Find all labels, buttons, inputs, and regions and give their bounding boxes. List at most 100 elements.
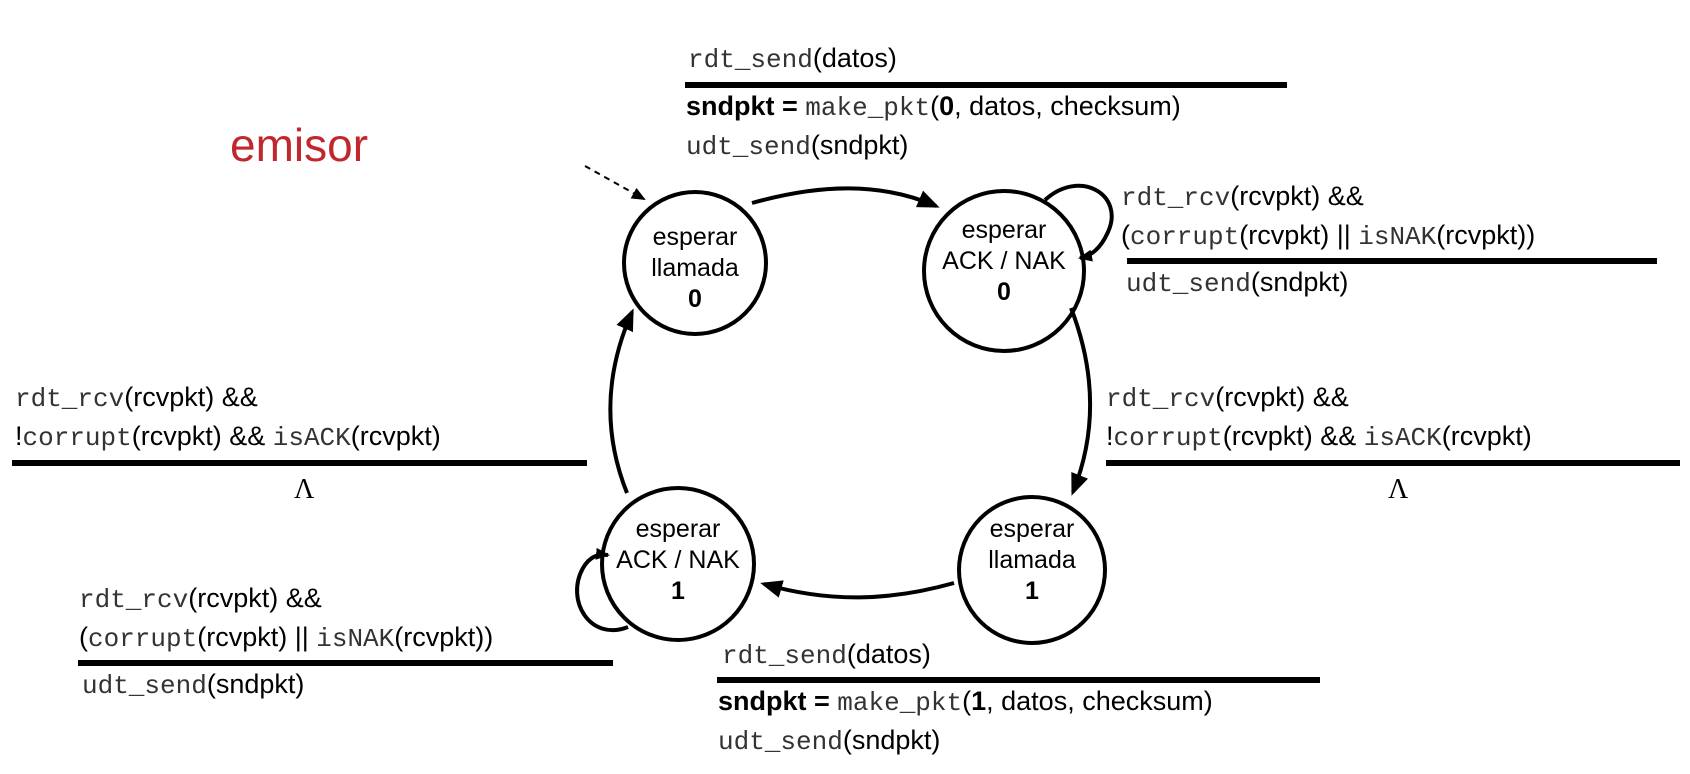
state-label-wait-ack-0: esperar ACK / NAK 0 [924, 215, 1084, 308]
fn-udt-send: udt_send [1126, 269, 1251, 299]
event-line: !corrupt(rcvpkt) && isACK(rcvpkt) [1106, 418, 1532, 457]
event-line: rdt_rcv(rcvpkt) && [1106, 379, 1532, 418]
event-arg: (datos) [846, 639, 931, 669]
lambda-action: Λ [1388, 474, 1409, 505]
action-text: ( [930, 91, 940, 121]
fn-corrupt: corrupt [1113, 423, 1223, 453]
fn-make-pkt: make_pkt [837, 688, 963, 718]
state-wait-ack-0 [922, 189, 1086, 353]
state-number: 0 [997, 278, 1011, 306]
state-label-wait-ack-1: esperar ACK / NAK 1 [598, 514, 758, 607]
event-text: (rcvpkt) && [188, 583, 322, 613]
event-text: (rcvpkt) && [1215, 382, 1349, 412]
action-line: sndpkt = make_pkt(1, datos, checksum) [718, 683, 1213, 722]
fn-rdt-send: rdt_send [688, 45, 813, 75]
state-text: esperar [652, 223, 738, 251]
fn-udt-send: udt_send [718, 727, 843, 757]
arrow-call1-to-ack1 [760, 580, 955, 600]
fn-rdt-rcv: rdt_rcv [79, 585, 189, 615]
transition-self-bottom-rule [78, 660, 613, 666]
event-text: ! [15, 421, 23, 451]
state-number: 1 [1025, 577, 1039, 605]
lambda-action: Λ [294, 474, 315, 505]
fn-rdt-send: rdt_send [722, 641, 847, 671]
state-label-wait-call-1: esperar llamada 1 [962, 514, 1102, 607]
event-text: ( [1121, 220, 1130, 250]
state-text: ACK / NAK [942, 247, 1066, 275]
transition-self-top-rule [1127, 258, 1657, 264]
state-text: esperar [961, 216, 1047, 244]
event-text: (rcvpkt) [1441, 421, 1532, 451]
fn-rdt-rcv: rdt_rcv [1121, 183, 1231, 213]
arrow-ack1-to-call0 [608, 308, 634, 494]
fn-rdt-rcv: rdt_rcv [1106, 384, 1216, 414]
fn-make-pkt: make_pkt [805, 93, 931, 123]
transition-top-rule [685, 82, 1287, 88]
transition-right-rule [1106, 460, 1680, 466]
action-line: udt_send(sndpkt) [686, 127, 1181, 166]
event-text: ! [1106, 421, 1114, 451]
fn-corrupt: corrupt [1130, 222, 1240, 252]
diagram-title: emisor [230, 119, 369, 171]
event-text: (rcvpkt)) [1436, 220, 1536, 250]
fn-corrupt: corrupt [22, 423, 132, 453]
arrow-call0-to-ack0 [751, 186, 940, 208]
arrow-ack0-to-call1 [1069, 307, 1092, 496]
initial-arrow [584, 165, 646, 200]
action-text: ( [962, 686, 972, 716]
transition-bottom-rule [717, 677, 1320, 683]
event-arg: (datos) [812, 43, 897, 73]
fn-rdt-rcv: rdt_rcv [15, 384, 125, 414]
event-text: (rcvpkt) && [124, 382, 258, 412]
state-text: llamada [651, 254, 739, 282]
event-text: (rcvpkt) && [1222, 421, 1364, 451]
event-text: (rcvpkt)) [394, 622, 494, 652]
action-text: (sndpkt) [842, 725, 941, 755]
transition-self-bottom-action: udt_send(sndpkt) [82, 666, 304, 705]
fn-isnak: isNAK [316, 624, 395, 654]
event-line: rdt_rcv(rcvpkt) && [15, 379, 441, 418]
transition-top-actions: sndpkt = make_pkt(0, datos, checksum) ud… [686, 88, 1181, 166]
state-wait-call-1 [957, 495, 1107, 645]
fn-isack: isACK [1363, 423, 1442, 453]
state-text: esperar [989, 515, 1075, 543]
transition-left-event: rdt_rcv(rcvpkt) && !corrupt(rcvpkt) && i… [15, 379, 441, 457]
state-number: 0 [688, 285, 702, 313]
fn-corrupt: corrupt [88, 624, 198, 654]
action-line: sndpkt = make_pkt(0, datos, checksum) [686, 88, 1181, 127]
fn-udt-send: udt_send [686, 132, 811, 162]
transition-left-rule [12, 460, 587, 466]
action-text: sndpkt = [718, 686, 838, 716]
seq-number: 1 [971, 686, 987, 716]
event-text: (rcvpkt) [350, 421, 441, 451]
event-text: ( [79, 622, 88, 652]
transition-self-top-action: udt_send(sndpkt) [1126, 264, 1348, 303]
action-line: udt_send(sndpkt) [718, 722, 1213, 761]
transition-bottom-event: rdt_send(datos) [722, 636, 931, 675]
transition-self-top-event: rdt_rcv(rcvpkt) && (corrupt(rcvpkt) || i… [1121, 178, 1535, 256]
action-text: , datos, checksum) [986, 686, 1213, 716]
fn-isnak: isNAK [1358, 222, 1437, 252]
event-line: !corrupt(rcvpkt) && isACK(rcvpkt) [15, 418, 441, 457]
transition-top-event: rdt_send(datos) [688, 40, 897, 79]
event-line: (corrupt(rcvpkt) || isNAK(rcvpkt)) [1121, 217, 1535, 256]
state-text: llamada [988, 546, 1076, 574]
self-loop-ack0 [1043, 183, 1114, 262]
event-text: (rcvpkt) && [131, 421, 273, 451]
event-text: (rcvpkt) || [197, 622, 317, 652]
event-line: rdt_rcv(rcvpkt) && [1121, 178, 1535, 217]
transition-self-bottom-event: rdt_rcv(rcvpkt) && (corrupt(rcvpkt) || i… [79, 580, 493, 658]
action-text: , datos, checksum) [954, 91, 1181, 121]
fn-isack: isACK [272, 423, 351, 453]
action-text: (sndpkt) [1250, 267, 1349, 297]
transition-right-event: rdt_rcv(rcvpkt) && !corrupt(rcvpkt) && i… [1106, 379, 1532, 457]
action-text: (sndpkt) [206, 669, 305, 699]
self-loop-ack1 [575, 547, 629, 633]
state-label-wait-call-0: esperar llamada 0 [625, 222, 765, 315]
state-text: ACK / NAK [616, 546, 740, 574]
state-wait-ack-1 [600, 486, 756, 642]
state-text: esperar [635, 515, 721, 543]
state-number: 1 [671, 577, 685, 605]
event-line: (corrupt(rcvpkt) || isNAK(rcvpkt)) [79, 619, 493, 658]
